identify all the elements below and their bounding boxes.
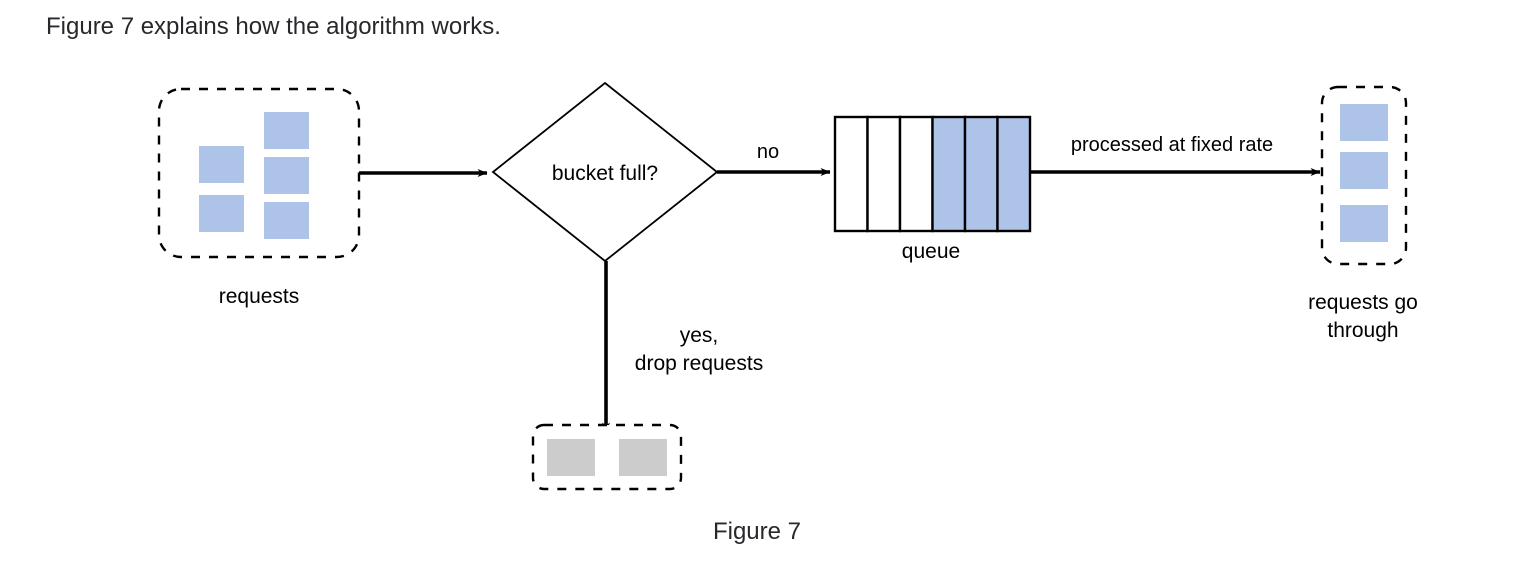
request-item xyxy=(264,157,309,194)
edge-label-yes: yes, xyxy=(680,324,719,347)
node-queue[interactable]: queue xyxy=(833,115,1032,263)
output-item xyxy=(1340,104,1388,141)
edge-label-drop-requests: drop requests xyxy=(635,352,763,375)
request-item xyxy=(264,112,309,149)
request-item xyxy=(199,146,244,183)
queue-cell-empty xyxy=(866,115,902,233)
incoming-requests-container xyxy=(157,87,361,259)
figure-caption: Figure 7 xyxy=(712,518,802,545)
intro-text: Figure 7 explains how the algorithm work… xyxy=(46,13,501,40)
output-label-line-1: requests go xyxy=(1308,291,1418,314)
queue-cell-filled xyxy=(963,115,999,233)
dropped-item xyxy=(619,439,667,476)
request-item xyxy=(199,195,244,232)
incoming-requests-label: requests xyxy=(219,285,300,308)
node-decision-bucket-full[interactable]: bucket full? xyxy=(491,81,719,263)
queue-cell-empty xyxy=(833,115,869,233)
output-item xyxy=(1340,152,1388,189)
output-label-line-2: through xyxy=(1327,319,1398,342)
queue-cell-filled xyxy=(931,115,967,233)
edge-decision-no-to-queue: no xyxy=(717,141,831,176)
edge-label-no: no xyxy=(757,141,779,163)
edge-decision-yes-to-dropped: yes, drop requests xyxy=(602,261,763,433)
output-item xyxy=(1340,205,1388,242)
queue-cell-empty xyxy=(898,115,934,233)
node-dropped-requests[interactable] xyxy=(531,423,683,491)
node-incoming-requests[interactable]: requests xyxy=(157,87,361,308)
edge-queue-to-output: processed at fixed rate xyxy=(1031,134,1321,176)
decision-label: bucket full? xyxy=(552,162,658,185)
queue-cell-filled xyxy=(996,115,1032,233)
queue-label: queue xyxy=(902,240,960,263)
node-output-requests-go-through[interactable]: requests go through xyxy=(1308,85,1418,342)
edge-label-processed-at-fixed-rate: processed at fixed rate xyxy=(1071,134,1273,156)
dropped-item xyxy=(547,439,595,476)
request-item xyxy=(264,202,309,239)
